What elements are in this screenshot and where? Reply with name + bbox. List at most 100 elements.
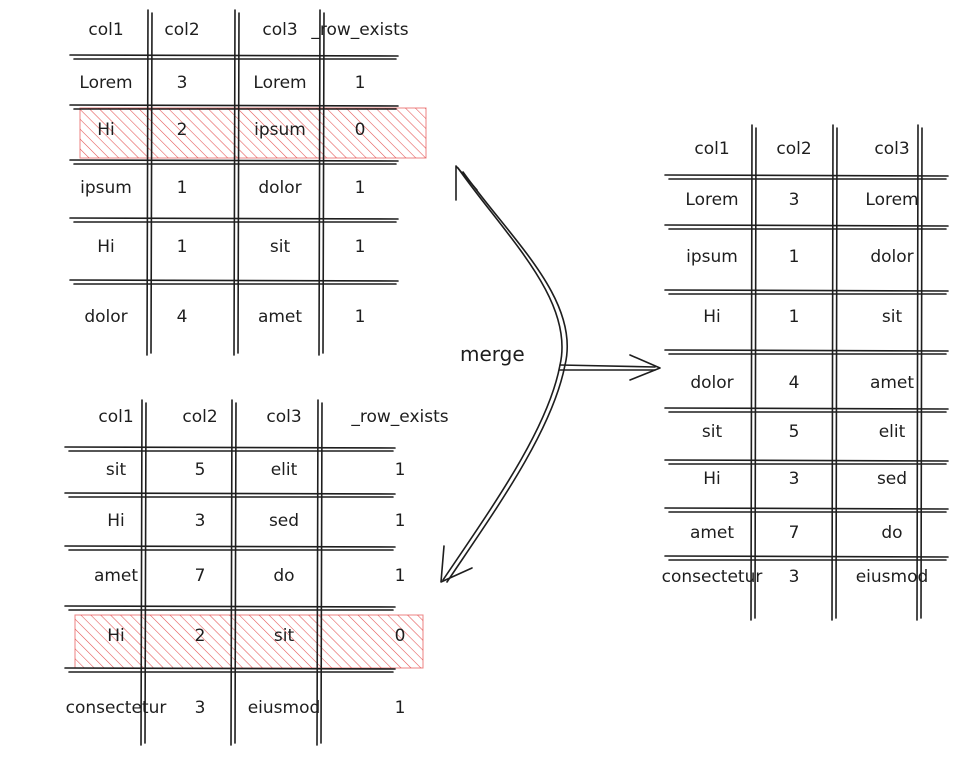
table-cell: 4: [789, 373, 800, 393]
column-divider: [835, 127, 838, 619]
merge-connector: merge: [440, 165, 661, 583]
table-cell: 1: [355, 73, 366, 93]
table-cell: 3: [195, 698, 206, 718]
table-cell: 3: [789, 190, 800, 210]
merge-label: merge: [460, 342, 525, 366]
table-cell: 3: [789, 469, 800, 489]
row-divider: [64, 446, 396, 449]
table-cell: dolor: [258, 178, 301, 198]
table-cell: 7: [195, 566, 206, 586]
table-cell: sit: [702, 422, 723, 442]
column-header: col3: [874, 139, 909, 159]
column-divider: [322, 12, 325, 354]
column-divider: [146, 9, 149, 356]
row-divider: [664, 459, 949, 462]
column-divider: [750, 124, 753, 621]
table-cell: 3: [195, 511, 206, 531]
column-divider: [230, 399, 233, 746]
row-divider: [664, 224, 949, 227]
table-cell: Hi: [97, 237, 115, 257]
table-cell: Lorem: [685, 190, 738, 210]
table-cell: 5: [195, 460, 206, 480]
table-cell: Hi: [107, 626, 125, 646]
table-cell: Hi: [703, 469, 721, 489]
table-cell: 1: [395, 566, 406, 586]
row-divider: [64, 545, 396, 548]
column-divider: [140, 399, 143, 746]
table-cell: 3: [789, 567, 800, 587]
column-header: col1: [88, 20, 123, 40]
table-cell: 1: [395, 698, 406, 718]
table-cell: ipsum: [686, 247, 738, 267]
table-cell: dolor: [870, 247, 913, 267]
table-cell: elit: [879, 422, 906, 442]
arrowhead-down: [440, 545, 473, 583]
column-divider: [754, 127, 757, 619]
row-divider: [69, 279, 399, 282]
table-cell: 2: [195, 626, 206, 646]
table-cell: do: [273, 566, 294, 586]
table-cell: 1: [789, 247, 800, 267]
column-header: col1: [694, 139, 729, 159]
column-divider: [234, 402, 237, 744]
column-divider: [233, 9, 236, 356]
deleted-row-highlight-border: [79, 107, 427, 159]
table-cell: consectetur: [662, 567, 763, 587]
table-cell: Lorem: [865, 190, 918, 210]
deleted-row-highlight: [75, 615, 423, 668]
arrowhead-right: [629, 354, 661, 381]
column-header: col2: [776, 139, 811, 159]
table-cell: sit: [274, 626, 295, 646]
column-divider: [920, 127, 923, 619]
table-cell: Hi: [107, 511, 125, 531]
table-cell: amet: [690, 523, 734, 543]
row-divider: [69, 104, 399, 107]
row-divider: [69, 54, 399, 57]
arrowhead-up: [455, 165, 478, 201]
table-cell: sit: [270, 237, 291, 257]
table-cell: 4: [177, 307, 188, 327]
row-divider: [664, 349, 949, 352]
column-divider: [320, 402, 323, 744]
table-cell: eiusmod: [856, 567, 929, 587]
table-cell: 1: [355, 307, 366, 327]
deleted-row-highlight: [80, 108, 426, 158]
column-header: _row_exists: [310, 20, 408, 40]
column-header: col2: [164, 20, 199, 40]
row-divider: [664, 407, 949, 410]
column-divider: [150, 12, 153, 354]
table-cell: 1: [395, 460, 406, 480]
table-cell: 7: [789, 523, 800, 543]
table-cell: ipsum: [80, 178, 132, 198]
table-cell: consectetur: [66, 698, 167, 718]
table-cell: Hi: [703, 307, 721, 327]
row-divider: [69, 159, 399, 162]
table-cell: dolor: [84, 307, 127, 327]
table-cell: eiusmod: [248, 698, 321, 718]
table-cell: 1: [177, 178, 188, 198]
table-cell: Lorem: [79, 73, 132, 93]
table-cell: 2: [177, 120, 188, 140]
row-divider: [664, 507, 949, 510]
table-cell: 1: [355, 237, 366, 257]
table-cell: 0: [355, 120, 366, 140]
column-divider: [237, 12, 240, 354]
table-cell: do: [881, 523, 902, 543]
table-cell: ipsum: [254, 120, 306, 140]
column-divider: [916, 124, 919, 621]
table-cell: elit: [271, 460, 298, 480]
row-divider: [664, 555, 949, 558]
column-divider: [318, 9, 321, 356]
row-divider: [69, 217, 399, 220]
row-divider: [64, 667, 396, 670]
column-divider: [316, 399, 319, 746]
merge-curve: [442, 167, 563, 581]
table-cell: amet: [94, 566, 138, 586]
table-cell: 1: [177, 237, 188, 257]
table-cell: amet: [258, 307, 302, 327]
column-header: col3: [266, 407, 301, 427]
